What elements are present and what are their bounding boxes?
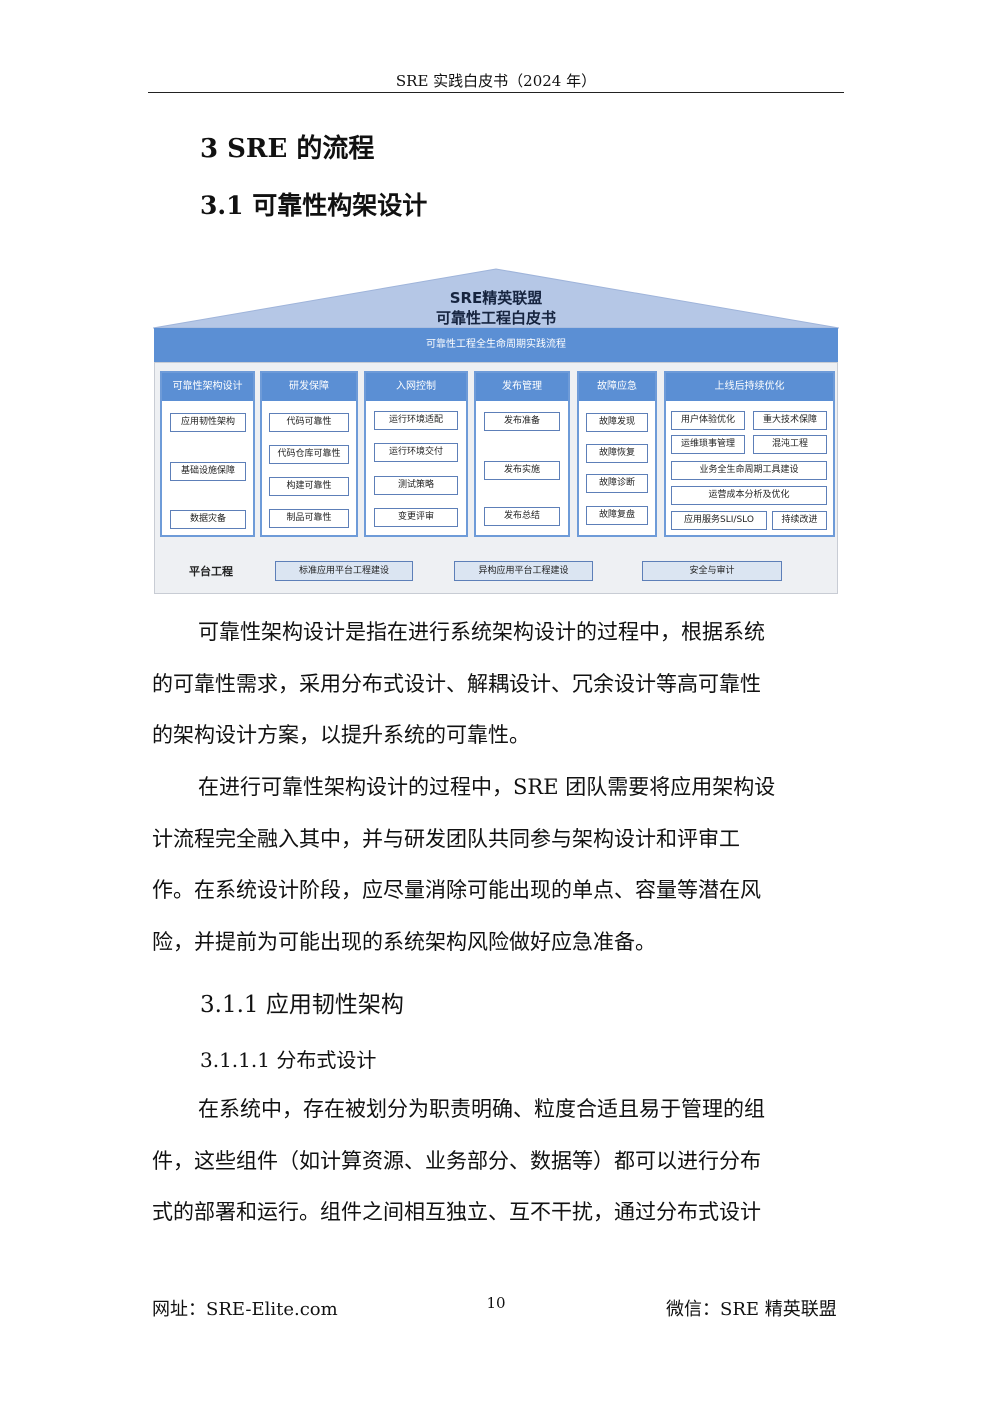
- column-item: 发布准备: [484, 412, 560, 431]
- column-item: 持续改进: [772, 511, 827, 530]
- column-item: 变更评审: [374, 508, 458, 527]
- paragraph: 可靠性架构设计是指在进行系统架构设计的过程中，根据系统 的可靠性需求，采用分布式…: [152, 607, 828, 762]
- column-item: 测试策略: [374, 476, 458, 495]
- column-item: 数据灾备: [170, 510, 246, 529]
- column-item: 故障诊断: [586, 474, 648, 493]
- column-item: 应用韧性架构: [170, 413, 246, 432]
- footer-wechat: 微信：SRE 精英联盟: [666, 1299, 837, 1320]
- column-head: 入网控制: [366, 373, 466, 401]
- column-item: 代码仓库可靠性: [269, 445, 349, 464]
- diagram-title-line1: SRE精英联盟: [449, 289, 543, 307]
- column-item: 故障复盘: [586, 506, 648, 525]
- paragraph-line: 作。在系统设计阶段，应尽量消除可能出现的单点、容量等潜在风: [152, 878, 761, 902]
- header-rule: [148, 92, 844, 93]
- column-item: 发布实施: [484, 461, 560, 480]
- column-item: 发布总结: [484, 507, 560, 526]
- chapter-heading: 3 SRE 的流程: [200, 134, 375, 164]
- subsection-heading: 3.1.1 应用韧性架构: [200, 992, 404, 1018]
- paragraph-line: 式的部署和运行。组件之间相互独立、互不干扰，通过分布式设计: [152, 1200, 761, 1224]
- platform-item: 安全与审计: [642, 561, 782, 581]
- section-heading: 3.1 可靠性构架设计: [200, 191, 428, 220]
- diagram-title-line2: 可靠性工程白皮书: [435, 309, 556, 327]
- footer-website: 网址：SRE-Elite.com: [152, 1299, 338, 1320]
- column-item: 运行环境适配: [374, 411, 458, 430]
- subsubsection-heading: 3.1.1.1 分布式设计: [200, 1048, 377, 1072]
- column-item: 运行环境交付: [374, 443, 458, 462]
- column-item: 重大技术保障: [753, 411, 827, 430]
- paragraph-line: 在系统中，存在被划分为职责明确、粒度合适且易于管理的组: [198, 1097, 765, 1121]
- column-item: 运营成本分析及优化: [671, 486, 827, 505]
- column-item: 制品可靠性: [269, 509, 349, 528]
- column-release: 发布管理 发布准备 发布实施 发布总结: [474, 371, 570, 537]
- column-item: 故障恢复: [586, 444, 648, 463]
- column-access-control: 入网控制 运行环境适配 运行环境交付 测试策略 变更评审: [364, 371, 468, 537]
- diagram-band: 可靠性工程全生命周期实践流程: [154, 328, 838, 362]
- column-item: 代码可靠性: [269, 413, 349, 432]
- platform-item: 标准应用平台工程建设: [275, 561, 413, 581]
- page-number: 10: [486, 1294, 506, 1312]
- platform-item: 异构应用平台工程建设: [454, 561, 593, 581]
- reliability-framework-diagram: SRE精英联盟 可靠性工程白皮书 可靠性工程全生命周期实践流程 可靠性架构设计 …: [153, 267, 839, 594]
- platform-label: 平台工程: [189, 565, 233, 578]
- column-head: 发布管理: [476, 373, 568, 401]
- column-head: 可靠性架构设计: [162, 373, 253, 401]
- column-item: 应用服务SLI/SLO: [671, 511, 767, 530]
- paragraph-line: 件，这些组件（如计算资源、业务部分、数据等）都可以进行分布: [152, 1148, 761, 1173]
- column-head: 上线后持续优化: [666, 373, 833, 401]
- column-head: 故障应急: [579, 373, 655, 401]
- column-continuous-optimization: 上线后持续优化 用户体验优化 重大技术保障 运维琐事管理 混沌工程 业务全生命周…: [664, 371, 835, 537]
- paragraph-line: 的可靠性需求，采用分布式设计、解耦设计、冗余设计等高可靠性: [152, 671, 761, 696]
- column-architecture: 可靠性架构设计 应用韧性架构 基础设施保障 数据灾备: [160, 371, 255, 537]
- column-item: 故障发现: [586, 413, 648, 432]
- paragraph-line: 险，并提前为可能出现的系统架构风险做好应急准备。: [152, 929, 656, 954]
- column-dev-assurance: 研发保障 代码可靠性 代码仓库可靠性 构建可靠性 制品可靠性: [260, 371, 358, 537]
- page-header: SRE 实践白皮书（2024 年）: [395, 72, 597, 90]
- paragraph-line: 在进行可靠性架构设计的过程中，SRE 团队需要将应用架构设: [198, 775, 776, 799]
- paragraph: 在系统中，存在被划分为职责明确、粒度合适且易于管理的组 件，这些组件（如计算资源…: [152, 1084, 828, 1239]
- column-item: 混沌工程: [753, 435, 827, 454]
- column-item: 基础设施保障: [170, 462, 246, 481]
- paragraph: 在进行可靠性架构设计的过程中，SRE 团队需要将应用架构设 计流程完全融入其中，…: [152, 762, 828, 968]
- column-item: 业务全生命周期工具建设: [671, 461, 827, 480]
- column-incident: 故障应急 故障发现 故障恢复 故障诊断 故障复盘: [577, 371, 657, 537]
- column-head: 研发保障: [262, 373, 356, 401]
- column-item: 构建可靠性: [269, 477, 349, 496]
- paragraph-line: 计流程完全融入其中，并与研发团队共同参与架构设计和评审工: [152, 826, 740, 851]
- column-item: 运维琐事管理: [671, 435, 745, 454]
- column-item: 用户体验优化: [671, 411, 745, 430]
- paragraph-line: 的架构设计方案，以提升系统的可靠性。: [152, 723, 530, 747]
- paragraph-line: 可靠性架构设计是指在进行系统架构设计的过程中，根据系统: [198, 620, 765, 644]
